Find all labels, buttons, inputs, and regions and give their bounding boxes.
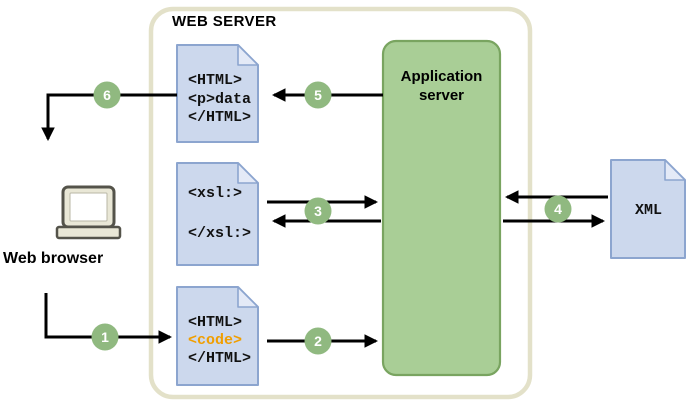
step-badge-1-circle [91, 323, 119, 351]
step-badge-2-circle [304, 327, 332, 355]
step-badge-5: 5 [304, 81, 332, 109]
xml-doc-label: XML [635, 202, 662, 219]
laptop-base [55, 225, 122, 240]
html-response-doc: <HTML> <p>data </HTML> [176, 44, 259, 143]
html-code-doc-fold-icon [237, 286, 259, 308]
xsl-doc-fold-icon [237, 162, 259, 184]
html-response-line1: <HTML> [188, 72, 242, 89]
html-response-line3: </HTML> [188, 109, 251, 126]
web-server-label: WEB SERVER [172, 13, 277, 30]
web-browser-label: Web browser [3, 250, 103, 267]
step-badge-6: 6 [93, 81, 121, 109]
xml-doc-fold-icon [664, 159, 686, 181]
xml-doc: XML [610, 159, 686, 259]
step-badge-1: 1 [91, 323, 119, 351]
step-badge-3-number: 3 [314, 203, 322, 219]
step-badge-2: 2 [304, 327, 332, 355]
html-code-doc: <HTML> <code> </HTML> [176, 286, 259, 386]
xsl-doc: <xsl:> </xsl:> [176, 162, 259, 266]
step-badge-1-number: 1 [101, 329, 109, 345]
laptop-screen [69, 192, 108, 222]
html-code-line1: <HTML> [188, 314, 242, 331]
arrow-step1 [44, 293, 173, 344]
web-browser-icon [55, 185, 122, 240]
step-badge-6-circle [93, 81, 121, 109]
step-badge-4-number: 4 [554, 201, 562, 217]
xsl-line2: </xsl:> [188, 225, 251, 242]
step-badge-3-circle [304, 197, 332, 225]
html-code-line2: <code> [188, 332, 242, 349]
html-code-doc-shape [176, 286, 259, 386]
application-server-label-line1: Application [401, 68, 483, 85]
step-badge-5-number: 5 [314, 87, 322, 103]
xsl-line1: <xsl:> [188, 185, 242, 202]
step-badge-2-number: 2 [314, 333, 322, 349]
xml-doc-shape [610, 159, 686, 259]
application-server-label-line2: server [419, 87, 464, 104]
step-badge-4: 4 [544, 195, 572, 223]
html-code-line3: </HTML> [188, 350, 251, 367]
step-badge-3: 3 [304, 197, 332, 225]
arrow-step6 [41, 93, 177, 142]
application-server-box [381, 39, 502, 377]
step-badge-4-circle [544, 195, 572, 223]
step-badge-6-number: 6 [103, 87, 111, 103]
html-response-doc-fold-icon [237, 44, 259, 66]
html-response-doc-shape [176, 44, 259, 143]
html-response-line2: <p>data [188, 91, 251, 108]
xsl-doc-shape [176, 162, 259, 266]
step-badge-5-circle [304, 81, 332, 109]
